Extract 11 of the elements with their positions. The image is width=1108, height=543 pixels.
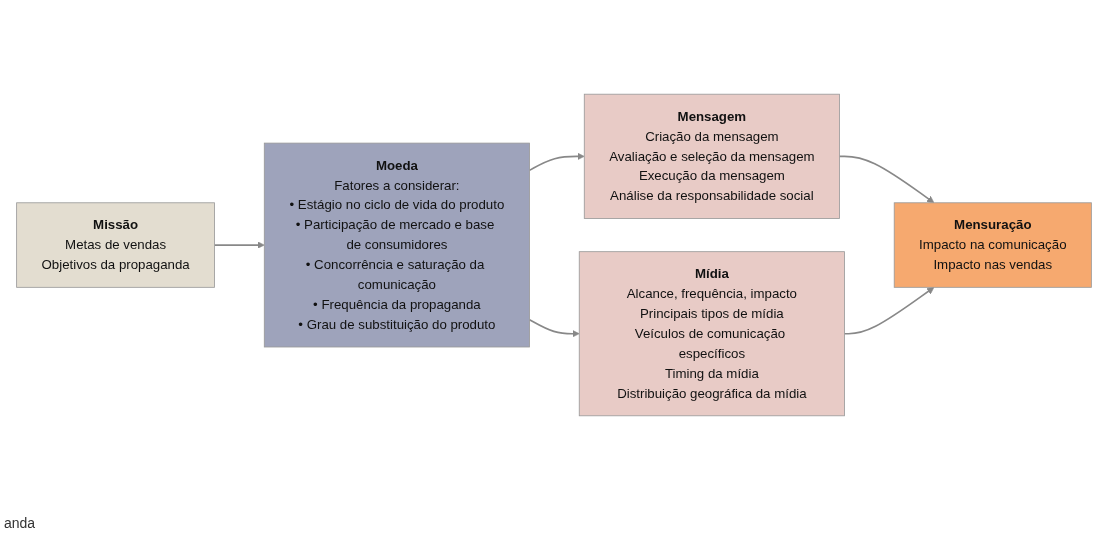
node-box: Missão Metas de vendas Objetivos da propaganda bbox=[16, 202, 215, 288]
arrow bbox=[838, 155, 935, 204]
node-box: Moeda Fatores a considerar: • Estágio no ciclo de vida do produto • Participação de mercado e base de consumidores • Concorrência e saturação da comunicação • Frequência da propaganda • Grau de substituição do produto bbox=[263, 142, 530, 348]
arrow bbox=[528, 318, 580, 338]
node-box: Mensuração Impacto na comunicação Impacto nas vendas bbox=[893, 202, 1092, 288]
arrow bbox=[213, 241, 265, 249]
node-box: Mensagem Criação da mensagem Avaliação e seleção da mensagem Execução da mensagem Análise da responsabilidade social bbox=[583, 93, 840, 219]
caption-fragment: anda bbox=[4, 515, 36, 531]
node-box: Mídia Alcance, frequência, impacto Principais tipos de mídia Veículos de comunicação específicos Timing da mídia Distribuição geográfica da mídia bbox=[578, 251, 845, 417]
arrow bbox=[843, 287, 935, 335]
arrow bbox=[528, 152, 585, 172]
